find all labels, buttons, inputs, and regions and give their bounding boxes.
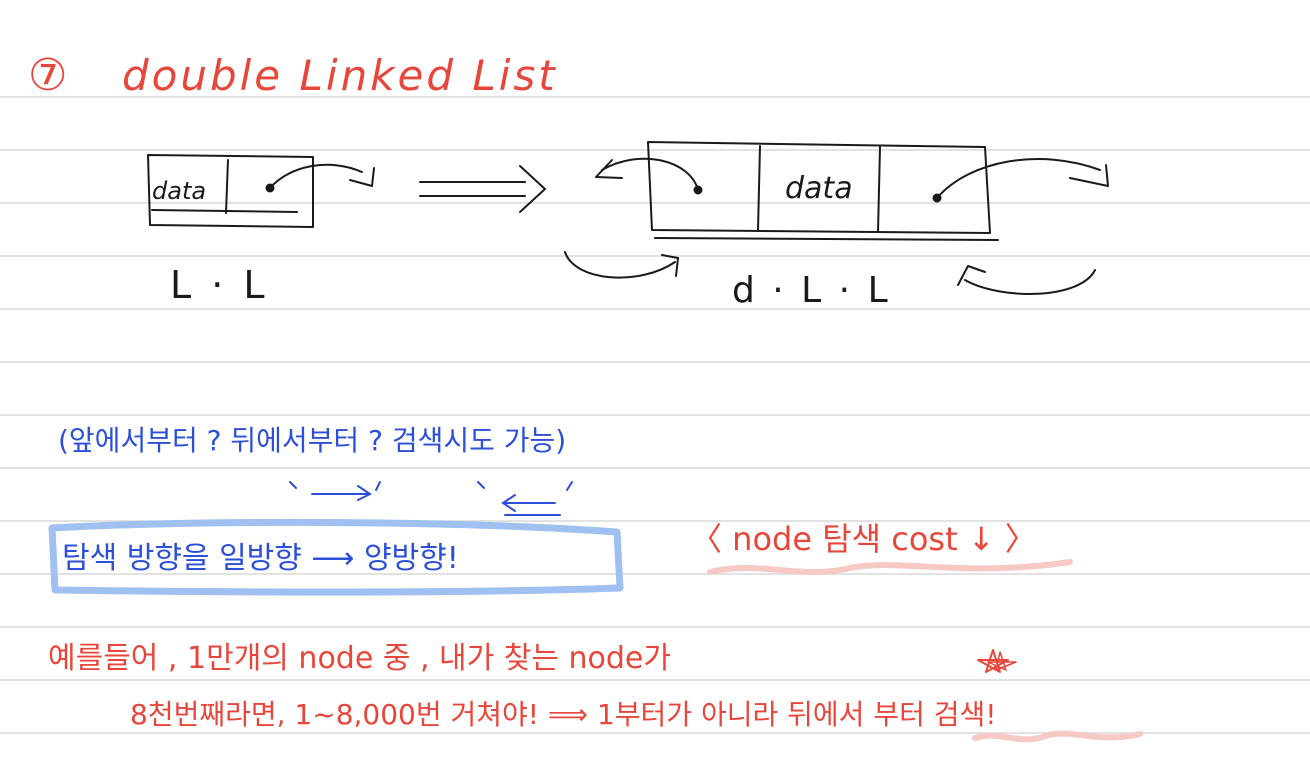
ll-next-arrowhead [349,167,375,187]
cost-note-underline [707,559,1073,575]
transform-arrow [419,165,547,213]
dll-node-box [647,141,991,234]
dll-node-divider-2 [877,146,881,233]
dll-bottom-right-arrow [964,269,1096,295]
backward-search-underline [972,730,1143,743]
dll-node-data-label: data [785,171,853,206]
star-mark-icon-overlay [987,651,1017,671]
dll-bottom-left-arrowhead [661,254,679,277]
ll-node-diagram [147,154,375,228]
direction-hint-arrows [289,481,573,516]
section-number: ⑦ [28,50,67,101]
dll-bottom-right-arrowhead [957,265,986,286]
dll-node-divider-1 [757,145,761,231]
dll-caption: d · L · L [732,270,891,311]
ll-caption: L · L [170,263,269,307]
ll-node-divider [225,159,229,214]
search-question-note: (앞에서부터 ? 뒤에서부터 ? 검색시도 가능) [58,424,566,457]
direction-highlight-box [48,518,624,596]
dll-next-arrowhead [1069,164,1109,187]
direction-note: 탐색 방향을 일방향 ⟶ 양방향! [62,541,459,576]
dll-prev-arrowhead [595,159,623,179]
example-line-2: 8천번째라면, 1~8,000번 거쳐야! ⟹ 1부터가 아니라 뒤에서 부터 … [130,698,996,731]
ll-node-underline [151,209,298,213]
dll-prev-arrow [601,157,699,191]
cost-note: 〈 node 탐색 cost ↓ 〉 [690,520,1037,558]
ll-next-arrow [269,163,363,189]
header: ⑦ double Linked List [28,50,558,101]
section-title: double Linked List [122,51,558,100]
dll-node-diagram [564,141,1109,295]
example-line-1: 예를들어 , 1만개의 node 중 , 내가 찾는 node가 [48,641,671,676]
dll-next-arrow [936,158,1101,199]
ll-node-box [147,154,314,228]
dll-bottom-left-arrow [564,251,676,279]
dll-node-underline [654,237,999,241]
ll-node-data-label: data [152,177,206,205]
